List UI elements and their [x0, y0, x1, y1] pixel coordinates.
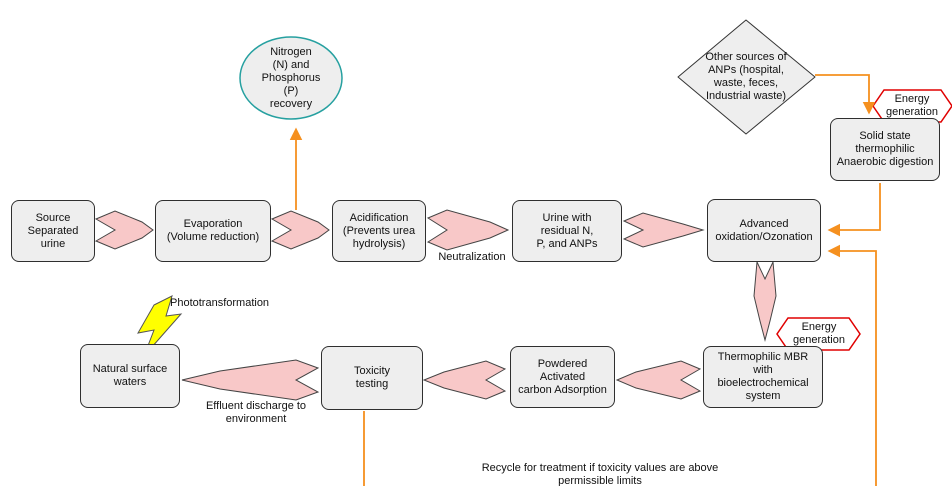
recycle-label: Recycle for treatment if toxicity values…: [481, 462, 719, 486]
nitrogen-recovery-ellipse: [239, 36, 343, 120]
nitrogen-recovery-text: Nitrogen (N) and Phosphorus (P) recovery: [261, 45, 321, 110]
arrow-oxidation-to-mbr: [753, 260, 777, 342]
arrow-mbr-to-carbon: [615, 360, 702, 400]
energy-generation-hexagon-mid: [776, 317, 861, 351]
acidification-box: Acidification (Prevents urea hydrolysis): [332, 200, 426, 262]
lightning-bolt-icon: [137, 295, 183, 357]
effluent-discharge-label: Effluent discharge to environment: [205, 400, 307, 425]
natural-surface-waters-box: Natural surface waters: [80, 344, 180, 408]
evaporation-box: Evaporation (Volume reduction): [155, 200, 271, 262]
arrow-carbon-to-toxicity: [422, 360, 507, 400]
energy-generation-top-text: Energy generation: [886, 93, 938, 118]
arrow-evaporation-to-acidification: [270, 210, 330, 250]
orange-recycle-line: [363, 251, 877, 486]
thermophilic-mbr-box: Thermophilic MBR with bioelectrochemical…: [703, 346, 823, 408]
orange-arrow-digestion-to-oxidation: [827, 183, 881, 237]
urine-residual-box: Urine with residual N, P, and ANPs: [512, 200, 622, 262]
arrow-source-to-evaporation: [94, 210, 154, 250]
arrow-toxicity-to-waters: [181, 359, 320, 401]
other-sources-text: Other sources of ANPs (hospital, waste, …: [705, 51, 787, 102]
phototransformation-label: Phototransformation: [170, 297, 270, 309]
neutralization-label: Neutralization: [438, 251, 506, 263]
other-sources-diamond: [677, 19, 816, 135]
advanced-oxidation-box: Advanced oxidation/Ozonation: [707, 199, 821, 262]
orange-arrow-sources-to-digestion: [815, 74, 876, 115]
source-separated-urine-box: Source Separated urine: [11, 200, 95, 262]
toxicity-testing-box: Toxicity testing: [321, 346, 423, 410]
arrow-acidification-to-urine: [426, 209, 510, 251]
energy-generation-mid-text: Energy generation: [793, 321, 845, 346]
powdered-carbon-box: Powdered Activated carbon Adsorption: [510, 346, 615, 408]
solid-state-digestion-box: Solid state thermophilic Anaerobic diges…: [830, 118, 940, 181]
arrow-urine-to-oxidation: [622, 212, 705, 248]
